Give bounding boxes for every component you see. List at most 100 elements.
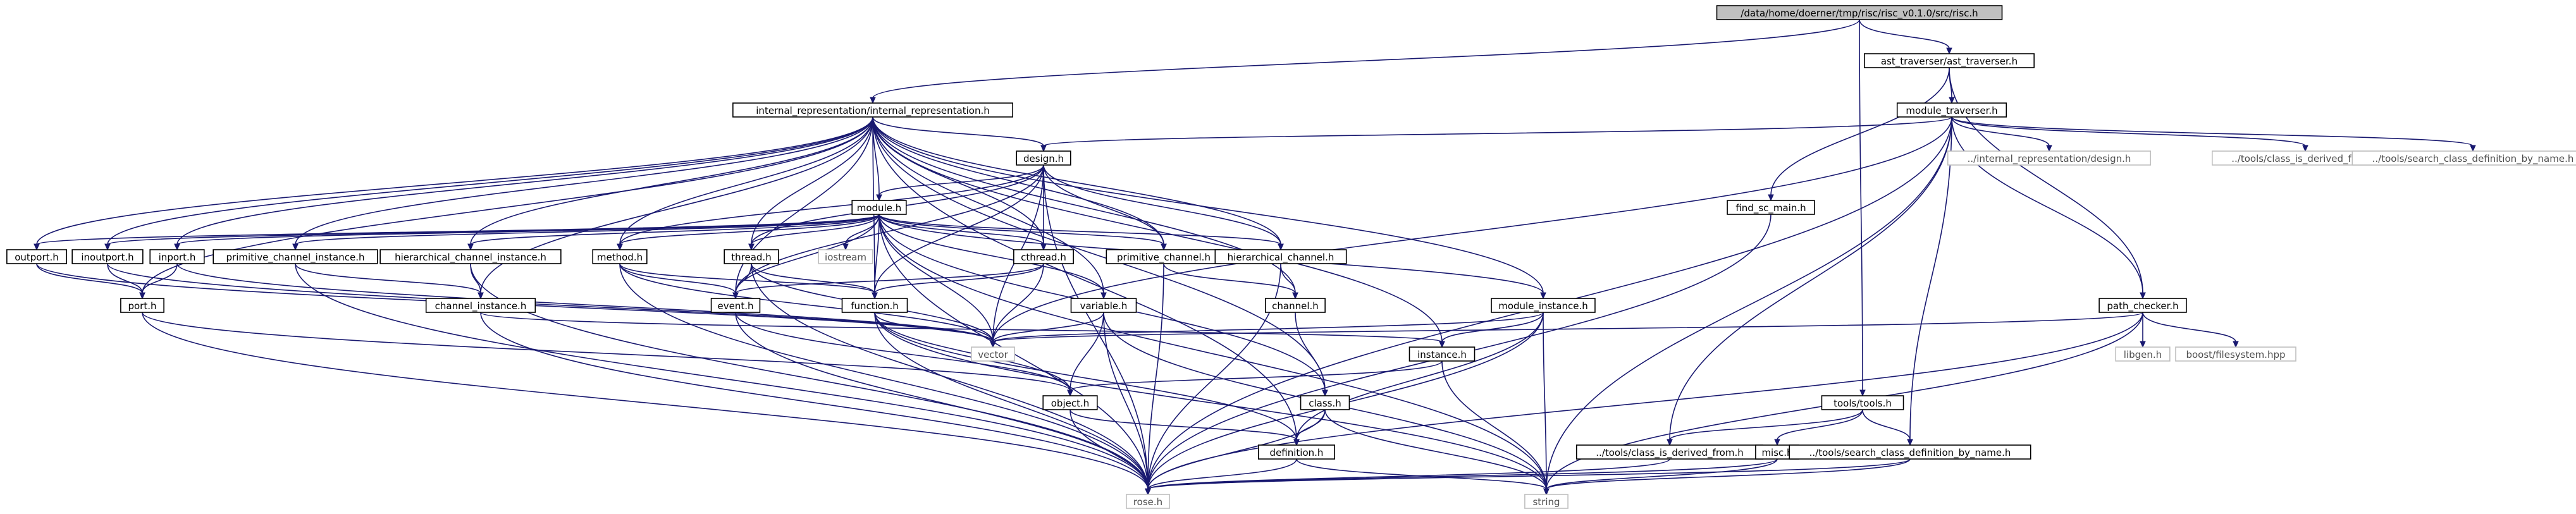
edge-line — [107, 214, 880, 245]
edge-modtrav-to-ext_cidf — [1951, 116, 2308, 152]
node-astt[interactable]: ast_traverser/ast_traverser.h — [1864, 53, 2035, 68]
node-label: outport.h — [15, 252, 59, 263]
node-method[interactable]: method.h — [592, 249, 648, 264]
edge-cthread-to-function — [872, 263, 1044, 300]
node-tools[interactable]: tools/tools.h — [1821, 395, 1904, 410]
edge-tools-to-tcidf — [1667, 409, 1863, 446]
edge-modinst-to-instance — [1439, 312, 1544, 348]
edge-line — [295, 116, 873, 245]
edge-line — [751, 214, 880, 245]
edge-line — [1951, 116, 2143, 294]
node-label: ../tools/class_is_derived_from.h — [1596, 447, 1743, 459]
node-label: variable.h — [1080, 300, 1128, 312]
arrow-head-icon — [2140, 341, 2146, 348]
node-tscdbn[interactable]: ../tools/search_class_definition_by_name… — [1789, 444, 2031, 460]
node-definition[interactable]: definition.h — [1258, 444, 1336, 460]
node-inport[interactable]: inport.h — [149, 249, 205, 264]
edge-line — [176, 214, 880, 245]
edge-line — [1043, 164, 1149, 490]
node-instance[interactable]: instance.h — [1408, 346, 1476, 362]
node-thread[interactable]: thread.h — [724, 249, 779, 264]
edge-astt-to-findsc — [1768, 67, 1950, 202]
node-pci[interactable]: primitive_channel_instance.h — [213, 249, 378, 264]
edge-line — [1147, 312, 2143, 490]
arrow-head-icon — [1292, 292, 1298, 300]
node-hci[interactable]: hierarchical_channel_instance.h — [379, 249, 562, 264]
edge-module-to-variable — [878, 214, 1107, 300]
edge-line — [619, 164, 1044, 245]
node-box — [724, 249, 779, 264]
node-primch[interactable]: primitive_channel.h — [1106, 249, 1222, 264]
arrow-head-icon — [1040, 243, 1047, 251]
node-event[interactable]: event.h — [710, 298, 761, 313]
node-root[interactable]: /data/home/doerner/tmp/risc/risc_v0.1.0/… — [1716, 5, 2003, 20]
arrow-head-icon — [467, 243, 474, 251]
edge-function-to-string — [874, 312, 1550, 496]
edge-line — [1949, 67, 2143, 294]
node-box — [1896, 102, 2007, 118]
edge-cthread-to-vector — [990, 263, 1044, 348]
arrow-head-icon — [1439, 341, 1445, 348]
node-variable[interactable]: variable.h — [1070, 298, 1137, 313]
node-object[interactable]: object.h — [1042, 395, 1098, 410]
node-design[interactable]: design.h — [1016, 150, 1071, 166]
edge-line — [1859, 19, 1950, 49]
node-box — [592, 249, 648, 264]
edge-module-to-hci — [467, 214, 880, 251]
arrow-head-icon — [478, 292, 484, 300]
edge-hierch-to-channel — [1280, 263, 1298, 300]
edge-line — [107, 116, 873, 245]
node-port[interactable]: port.h — [120, 298, 164, 313]
node-box — [851, 200, 907, 215]
edge-line — [1147, 263, 1164, 490]
node-box — [841, 298, 908, 313]
edge-ir-to-variable — [872, 116, 1107, 300]
node-label: find_sc_main.h — [1735, 202, 1806, 214]
node-findsc[interactable]: find_sc_main.h — [1727, 200, 1815, 215]
node-inoutport[interactable]: inoutport.h — [71, 249, 144, 264]
edge-line — [1546, 116, 1952, 490]
arrow-head-icon — [842, 243, 849, 251]
node-label: module.h — [857, 202, 902, 214]
node-module[interactable]: module.h — [851, 200, 907, 215]
arrow-head-icon — [870, 97, 876, 104]
edge-line — [1951, 116, 2050, 147]
edge-line — [751, 263, 875, 294]
edge-hci-to-rose — [470, 263, 1151, 496]
node-chinst[interactable]: channel_instance.h — [425, 298, 536, 313]
node-box — [2098, 298, 2187, 313]
node-pathchk[interactable]: path_checker.h — [2098, 298, 2187, 313]
node-ir[interactable]: internal_representation/internal_represe… — [732, 102, 1013, 118]
arrow-head-icon — [292, 243, 299, 251]
node-channel[interactable]: channel.h — [1265, 298, 1326, 313]
node-class[interactable]: class.h — [1300, 395, 1350, 410]
edge-modinst-to-string — [1543, 312, 1550, 496]
edge-line — [878, 214, 1044, 245]
node-label: definition.h — [1270, 447, 1324, 458]
arrow-head-icon — [1322, 389, 1328, 397]
edge-line — [874, 312, 994, 343]
node-label: ast_traverser/ast_traverser.h — [1881, 56, 2018, 68]
edge-line — [619, 263, 736, 294]
node-box — [1716, 5, 2003, 20]
node-box — [2175, 346, 2296, 362]
edge-module-to-pci — [292, 214, 880, 251]
edge-module-to-primch — [878, 214, 1167, 251]
node-function[interactable]: function.h — [841, 298, 908, 313]
edge-tools-to-misc — [1774, 409, 1863, 446]
node-modtrav[interactable]: module_traverser.h — [1896, 102, 2007, 118]
node-label: hierarchical_channel.h — [1228, 252, 1334, 264]
node-cthread[interactable]: cthread.h — [1013, 249, 1074, 264]
node-box — [2115, 346, 2171, 362]
arrow-head-icon — [1067, 389, 1073, 397]
node-outport[interactable]: outport.h — [6, 249, 67, 264]
node-label: vector — [978, 349, 1008, 360]
arrow-head-icon — [1667, 439, 1673, 446]
edge-line — [1324, 409, 1547, 490]
node-hierch[interactable]: hierarchical_channel.h — [1214, 249, 1347, 264]
edge-modtrav-to-ext_scdbn — [1951, 116, 2476, 152]
node-label: ../internal_representation/design.h — [1968, 153, 2131, 165]
edge-line — [1951, 116, 2306, 147]
node-tcidf[interactable]: ../tools/class_is_derived_from.h — [1576, 444, 1764, 460]
node-modinst[interactable]: module_instance.h — [1491, 298, 1596, 313]
